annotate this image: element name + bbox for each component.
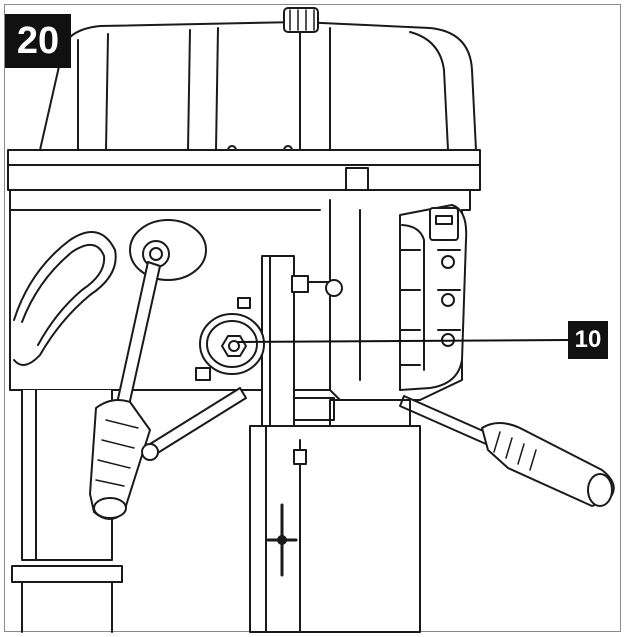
- feed-arm-lower: [141, 387, 247, 461]
- switch-panel: [399, 204, 468, 391]
- head-casting: [9, 189, 471, 401]
- feed-handle-right: [399, 395, 615, 507]
- callout-leader-line: [237, 339, 569, 343]
- belt-loop: [13, 231, 117, 366]
- belt-cover: [39, 7, 477, 155]
- lower-housing: [249, 399, 421, 633]
- figure-number-badge: 20: [5, 14, 71, 68]
- feed-handle-left: [89, 261, 161, 520]
- callout-label-10: 10: [568, 321, 608, 359]
- feed-hub: [129, 219, 207, 281]
